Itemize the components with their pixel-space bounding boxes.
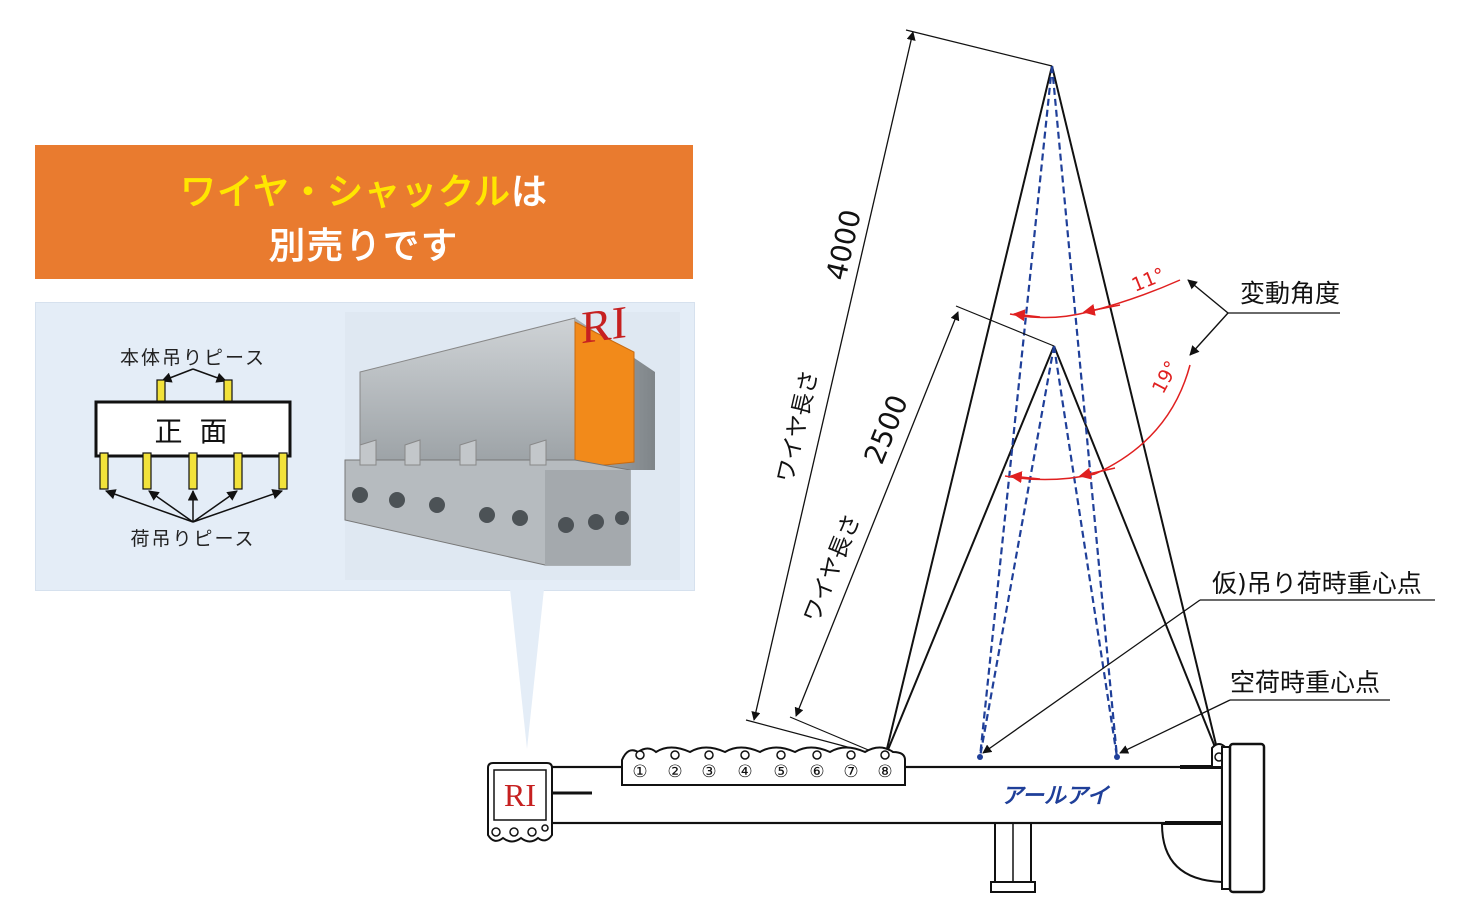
load-piece: [278, 452, 288, 490]
short-length-value: 2500: [858, 390, 915, 468]
long-length-value: 4000: [820, 206, 868, 283]
hole-number: ④: [737, 762, 752, 782]
product-photo: RI: [344, 296, 680, 580]
long-wire-label: ワイヤ長さ: [773, 368, 824, 485]
hole-number: ②: [667, 762, 682, 782]
front-view-inset: 本体吊りピース 正 面 荷吊りピース: [94, 347, 292, 550]
banner-highlight: ワイヤ・シャックル: [180, 172, 511, 213]
front-label: 正 面: [155, 415, 232, 448]
hole-number: ⑤: [773, 762, 788, 782]
load-piece-label: 荷吊りピース: [130, 528, 255, 550]
top-piece-label: 本体吊りピース: [120, 347, 266, 369]
angle-small-value: 11°: [1129, 264, 1168, 297]
angle-large-value: 19°: [1148, 357, 1183, 397]
front-box: [94, 400, 292, 458]
top-piece: [223, 379, 233, 403]
brand-text: アールアイ: [1001, 784, 1111, 809]
panel-pointer: [510, 589, 544, 749]
beam-side-view: ① ② ③ ④ ⑤ ⑥ ⑦ ⑧ アールアイ RI: [487, 742, 1266, 894]
load-piece: [233, 452, 243, 490]
top-piece: [156, 379, 166, 403]
empty-center-label: 空荷時重心点: [1230, 668, 1380, 697]
gravity-callouts: 仮)吊り荷時重心点 空荷時重心点: [977, 569, 1435, 760]
wire-lines: [884, 65, 1220, 758]
hole-number: ①: [632, 762, 647, 782]
angle-label: 変動角度: [1240, 279, 1340, 308]
load-piece: [188, 452, 198, 490]
dimension-lines: 4000 ワイヤ長さ 2500 ワイヤ長さ: [745, 29, 1055, 758]
beam-logo: RI: [504, 777, 536, 813]
hole-number: ③: [701, 762, 716, 782]
banner: ワイヤ・シャックルは 別売りです: [35, 145, 693, 279]
hole-number: ⑧: [877, 762, 892, 782]
banner-line-2: 別売りです: [268, 226, 459, 267]
photo-logo: RI: [581, 296, 627, 353]
load-piece: [99, 452, 109, 490]
hole-number: ⑦: [843, 762, 858, 782]
short-wire-label: ワイヤ長さ: [799, 511, 866, 627]
hole-number: ⑥: [809, 762, 824, 782]
angle-indicators: 11° 19° 変動角度: [1004, 264, 1340, 484]
banner-line-1: ワイヤ・シャックルは: [35, 163, 693, 215]
load-piece: [142, 452, 152, 490]
loaded-center-label: 仮)吊り荷時重心点: [1212, 569, 1422, 598]
banner-line-1-rest: は: [510, 172, 548, 213]
